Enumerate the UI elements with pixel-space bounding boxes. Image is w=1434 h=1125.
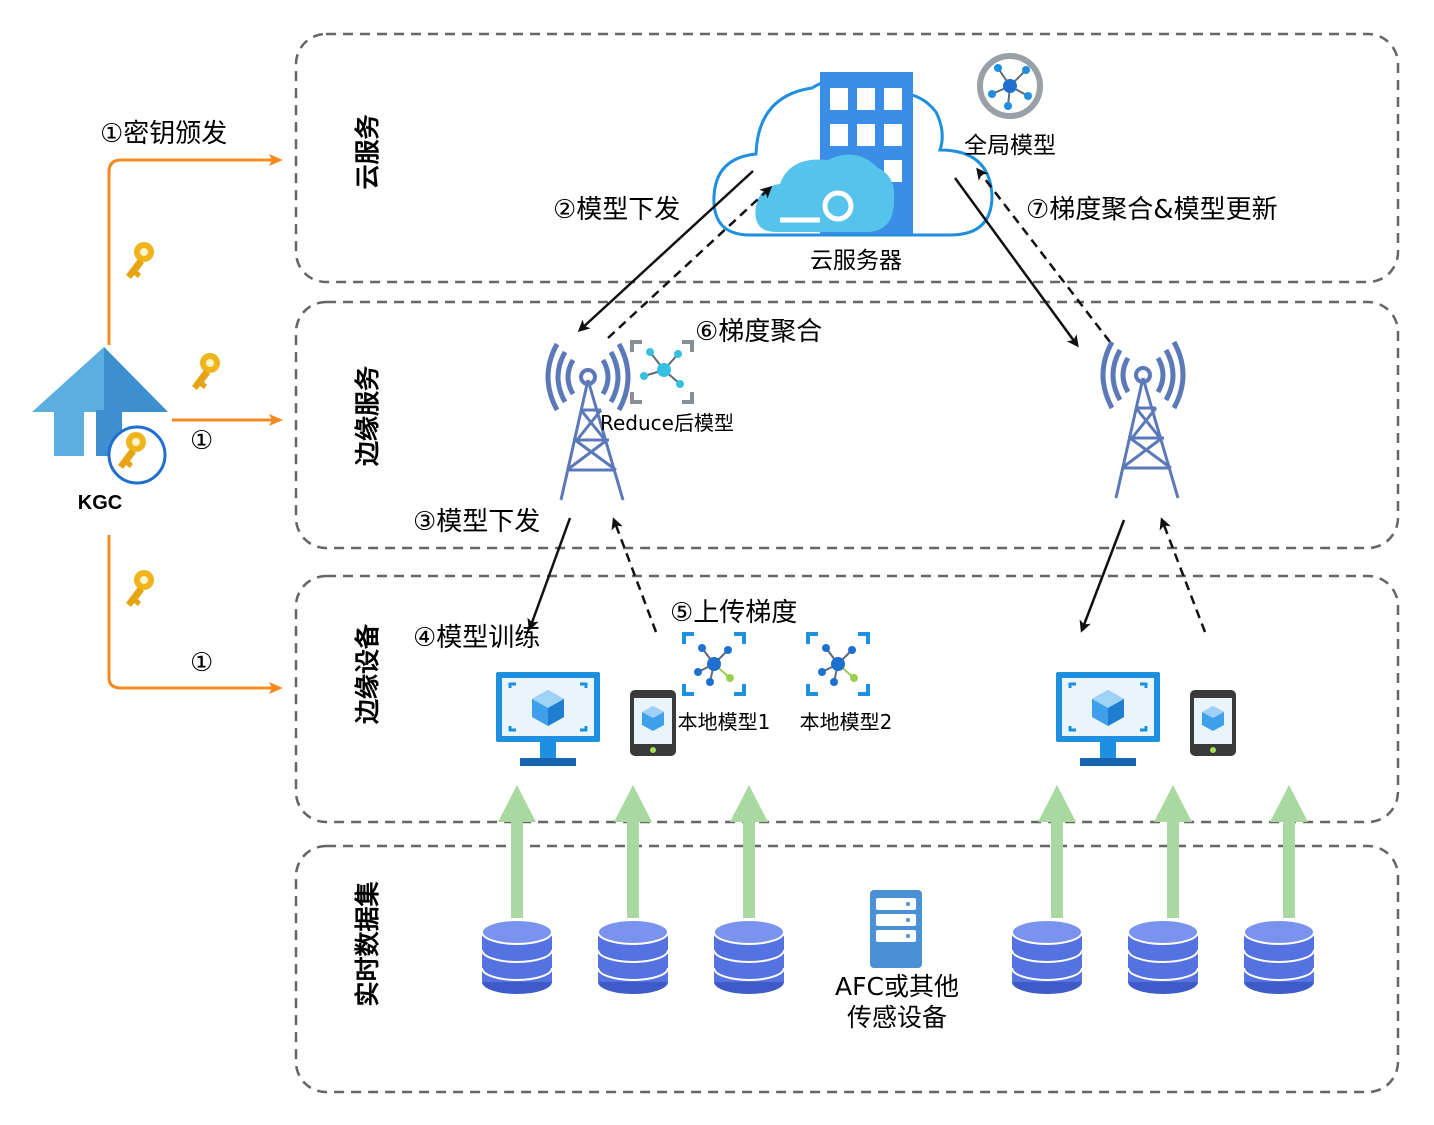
sensor-label-line1: AFC或其他 xyxy=(835,972,959,1001)
arrow-model-dispatch-device-right xyxy=(1079,519,1126,633)
step-upload-gradient-label: ⑤上传梯度 xyxy=(670,598,797,628)
key-icon xyxy=(192,353,220,390)
monitor-icon xyxy=(494,670,602,768)
kgc-label: KGC xyxy=(78,492,122,514)
house-icon xyxy=(32,347,168,485)
database-icon xyxy=(1011,919,1083,995)
arrow-model-dispatch-right xyxy=(953,177,1079,348)
step-key-issue-short-label: ① xyxy=(190,648,213,678)
database-icon xyxy=(1127,919,1199,995)
layer-label-cloud: 云服务 xyxy=(353,114,382,189)
network-icon xyxy=(977,53,1043,119)
sensor-label-line2: 传感设备 xyxy=(847,1003,947,1032)
local-model-1-label: 本地模型1 xyxy=(678,710,771,734)
step-gradient-aggregation-label: ⑥梯度聚合 xyxy=(695,317,822,347)
global-model-label: 全局模型 xyxy=(964,133,1056,159)
key-icon xyxy=(126,570,154,607)
step-model-dispatch-2-label: ③模型下发 xyxy=(413,507,540,537)
step-model-dispatch-label: ②模型下发 xyxy=(553,195,680,225)
server-icon xyxy=(870,890,922,968)
arrow-gradient-upload-left xyxy=(607,185,773,339)
layer-label-edge-service: 边缘服务 xyxy=(353,366,382,466)
step-model-training-label: ④模型训练 xyxy=(413,623,540,653)
monitor-icon xyxy=(1054,670,1162,768)
reduce-model-label: Reduce后模型 xyxy=(600,411,734,435)
layer-label-data-collection: 实时数据集 xyxy=(353,881,382,1007)
data-flow-arrows xyxy=(498,785,1308,918)
phone-icon xyxy=(630,690,676,756)
arrow-model-dispatch-device-left xyxy=(527,517,572,631)
azure-cloud-icon xyxy=(755,154,895,232)
phone-icon xyxy=(1190,690,1236,756)
network-icon xyxy=(630,340,694,404)
network-icon xyxy=(682,632,746,696)
edge-service-layer-box xyxy=(294,300,1400,550)
step-aggregate-update-label: ⑦梯度聚合&模型更新 xyxy=(1026,195,1278,225)
database-icon xyxy=(713,919,785,995)
arrow-gradient-upload-right xyxy=(976,167,1111,343)
local-model-2-label: 本地模型2 xyxy=(800,710,893,734)
key-issue-line-cloud xyxy=(107,154,283,345)
data-collection-layer-box xyxy=(294,844,1400,1094)
step-key-issue-short-label: ① xyxy=(190,426,213,456)
database-icon xyxy=(1243,919,1315,995)
cloud-server-label: 云服务器 xyxy=(810,248,902,274)
key-issue-line-edge-device xyxy=(107,535,283,694)
step-key-issue-label: ①密钥颁发 xyxy=(100,119,227,149)
edge-device-layer-box xyxy=(294,574,1400,824)
database-icon xyxy=(597,919,669,995)
layer-label-edge-device: 边缘设备 xyxy=(353,623,382,724)
arrow-upload-gradient-left xyxy=(611,517,658,633)
key-icon xyxy=(126,242,154,279)
cloud-layer-box xyxy=(294,32,1400,284)
database-icon xyxy=(481,919,553,995)
tower-icon xyxy=(1103,342,1183,498)
arrow-upload-gradient-right xyxy=(1159,517,1207,633)
arrow-model-dispatch-left xyxy=(577,170,754,333)
network-icon xyxy=(806,632,870,696)
